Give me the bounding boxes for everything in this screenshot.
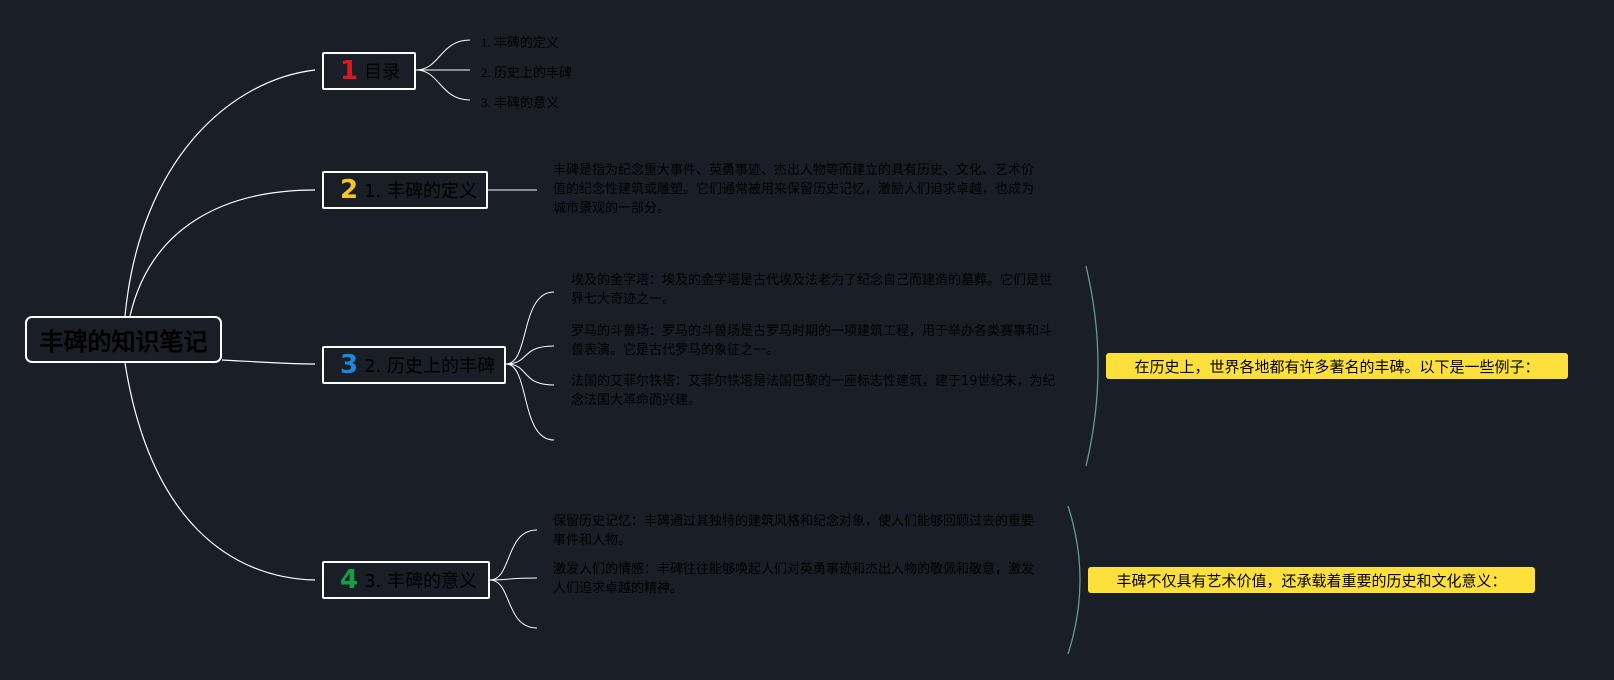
branch-number-3: 3: [340, 350, 359, 380]
branch-label-toc: 目录: [364, 62, 401, 83]
connector-significance-1: [489, 529, 538, 581]
branch-definition[interactable]: 2 1. 丰碑的定义: [322, 171, 488, 209]
branch-number-4: 4: [340, 565, 359, 595]
branch-label-significance: 3. 丰碑的意义: [364, 571, 477, 592]
significance-point-memory[interactable]: 保留历史记忆：丰碑通过其独特的建筑风格和纪念对象，使人们能够回顾过去的重要事件和…: [553, 514, 1035, 548]
branch-number-1: 1: [340, 56, 359, 86]
toc-item-1[interactable]: 1. 丰碑的定义: [481, 35, 560, 50]
connector-root-branch-4: [124, 362, 316, 581]
connector-toc-1: [415, 39, 471, 71]
connector-history-1: [505, 291, 555, 365]
branch-toc[interactable]: 1 目录: [322, 52, 416, 90]
connector-history-2: [505, 345, 555, 365]
toc-item-2[interactable]: 2. 历史上的丰碑: [481, 65, 573, 80]
branch-number-2: 2: [340, 175, 359, 205]
summary-callout-history[interactable]: 在历史上，世界各地都有许多著名的丰碑。以下是一些例子：: [1106, 353, 1568, 379]
connector-root-branch-2: [129, 189, 316, 317]
branch-significance[interactable]: 4 3. 丰碑的意义: [322, 561, 490, 599]
definition-text[interactable]: 丰碑是指为纪念重大事件、英勇事迹、杰出人物等而建立的具有历史、文化、艺术价值的纪…: [553, 163, 1035, 216]
connector-toc-3: [415, 69, 471, 101]
branch-label-definition: 1. 丰碑的定义: [364, 181, 477, 202]
connector-history-3: [505, 363, 555, 386]
connector-history-4: [505, 363, 555, 441]
root-title: 丰碑的知识笔记: [39, 328, 208, 356]
connector-significance-2: [489, 577, 538, 581]
branch-history[interactable]: 3 2. 历史上的丰碑: [322, 346, 506, 384]
connector-significance-3: [489, 579, 538, 629]
summary-callout-significance[interactable]: 丰碑不仅具有艺术价值，还承载着重要的历史和文化意义：: [1088, 567, 1535, 593]
summary-bracket-history: [1085, 265, 1099, 467]
significance-point-emotion[interactable]: 激发人们的情感：丰碑往往能够唤起人们对英勇事迹和杰出人物的敬佩和敬意，激发人们追…: [553, 562, 1035, 596]
history-example-eiffel[interactable]: 法国的艾菲尔铁塔：艾菲尔铁塔是法国巴黎的一座标志性建筑，建于19世纪末，为纪念法…: [571, 374, 1056, 408]
history-example-colosseum[interactable]: 罗马的斗兽场：罗马的斗兽场是古罗马时期的一项建筑工程，用于举办各类赛事和斗兽表演…: [571, 324, 1053, 358]
toc-item-3[interactable]: 3. 丰碑的意义: [481, 95, 560, 110]
branch-label-history: 2. 历史上的丰碑: [364, 356, 495, 377]
connector-root-branch-3: [221, 359, 316, 365]
summary-bracket-significance: [1067, 505, 1081, 655]
history-example-pyramids[interactable]: 埃及的金字塔：埃及的金字塔是古代埃及法老为了纪念自己而建造的墓葬。它们是世界七大…: [571, 273, 1053, 307]
root-node[interactable]: 丰碑的知识笔记: [25, 316, 222, 363]
connector-root-branch-1: [124, 69, 316, 317]
